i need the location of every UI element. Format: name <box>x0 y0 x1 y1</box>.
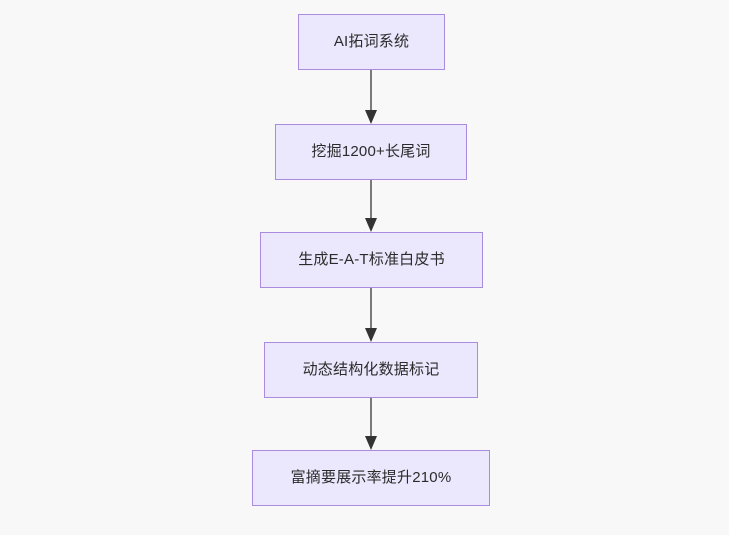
flowchart-node-ai-keyword-system[interactable]: AI拓词系统 <box>298 14 445 70</box>
flowchart-node-label: 挖掘1200+长尾词 <box>311 143 431 160</box>
flowchart-connector-arrow <box>358 398 384 450</box>
flowchart-node-label: AI拓词系统 <box>333 33 410 50</box>
flowchart-connector-arrow <box>358 70 384 124</box>
flowchart-node-rich-snippet-result[interactable]: 富摘要展示率提升210% <box>252 450 490 506</box>
flowchart-connector-arrow <box>358 180 384 232</box>
flowchart-node-eat-whitepaper[interactable]: 生成E-A-T标准白皮书 <box>260 232 483 288</box>
flowchart-node-label: 富摘要展示率提升210% <box>290 469 452 486</box>
flowchart-node-structured-data-markup[interactable]: 动态结构化数据标记 <box>264 342 478 398</box>
flowchart-connector-arrow <box>358 288 384 342</box>
flowchart-node-label: 动态结构化数据标记 <box>302 361 440 378</box>
flowchart-node-label: 生成E-A-T标准白皮书 <box>298 251 445 268</box>
flowchart-node-longtail-keywords[interactable]: 挖掘1200+长尾词 <box>275 124 467 180</box>
